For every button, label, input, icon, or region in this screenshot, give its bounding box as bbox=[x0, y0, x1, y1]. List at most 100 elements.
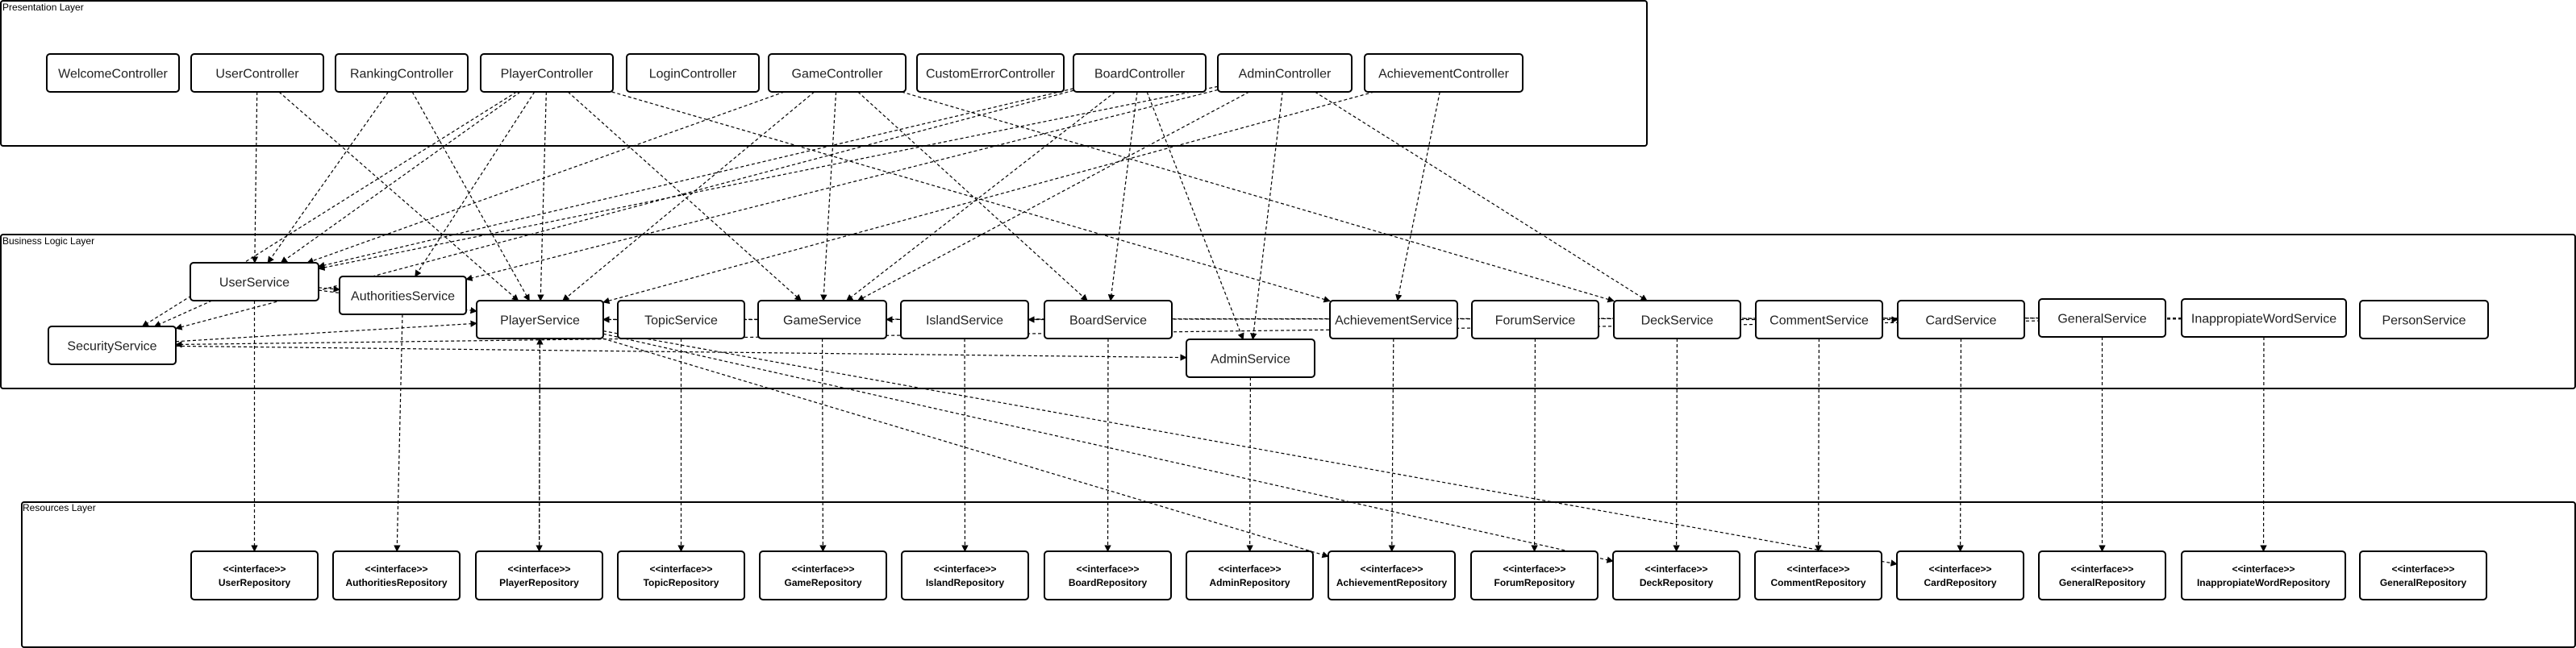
controller-label: BoardController bbox=[1094, 68, 1186, 81]
repository-label: AuthoritiesRepository bbox=[345, 577, 447, 588]
dependency-arrow bbox=[1146, 91, 1244, 340]
repository-authorities: <<interface>>AuthoritiesRepository bbox=[332, 550, 461, 600]
repository-box bbox=[1470, 550, 1599, 600]
resources-layer-label: Resources Layer bbox=[23, 502, 96, 513]
service-box bbox=[190, 262, 319, 301]
repository-stereotype: <<interface>> bbox=[649, 563, 712, 575]
repository-stereotype: <<interface>> bbox=[2070, 563, 2133, 575]
business-logic-layer-label: Business Logic Layer bbox=[2, 235, 94, 247]
service-label: AdminService bbox=[1211, 353, 1290, 367]
repository-general: <<interface>>GeneralRepository bbox=[2038, 550, 2166, 600]
service-box bbox=[617, 300, 745, 339]
service-inappropiate: InappropiateWordService bbox=[2181, 298, 2347, 338]
service-box bbox=[900, 300, 1029, 339]
dependency-arrow bbox=[280, 91, 521, 264]
controller-label: AdminController bbox=[1239, 68, 1332, 81]
controller-box bbox=[1217, 53, 1353, 93]
repository-stereotype: <<interface>> bbox=[507, 563, 570, 575]
controller-game: GameController bbox=[768, 53, 907, 93]
service-label: DeckService bbox=[1641, 314, 1714, 328]
dependency-arrow bbox=[901, 91, 1615, 303]
service-box bbox=[1613, 300, 1741, 339]
service-card: CardService bbox=[1897, 300, 2025, 339]
service-deck: DeckService bbox=[1613, 300, 1741, 339]
controller-box bbox=[480, 53, 614, 93]
service-box bbox=[339, 276, 467, 315]
service-achievement: AchievementService bbox=[1329, 300, 1458, 339]
controller-user: UserController bbox=[190, 53, 324, 93]
dependency-arrow bbox=[602, 330, 1898, 567]
dependency-arrow bbox=[567, 91, 802, 301]
repository-label: CommentRepository bbox=[1770, 577, 1865, 588]
service-general: GeneralService bbox=[2038, 298, 2166, 338]
repository-topic: <<interface>>TopicRepository bbox=[617, 550, 745, 600]
service-box bbox=[2181, 298, 2347, 338]
dependency-arrow bbox=[602, 91, 1375, 305]
repository-box bbox=[2038, 550, 2166, 600]
repository-general2: <<interface>>GeneralRepository bbox=[2359, 550, 2487, 600]
repository-box bbox=[1044, 550, 1172, 600]
dependency-arrow bbox=[846, 91, 1116, 301]
resources-layer: Resources Layer bbox=[21, 501, 2576, 648]
dependency-arrow bbox=[602, 333, 1614, 563]
service-game: GameService bbox=[757, 300, 887, 339]
service-admin: AdminService bbox=[1186, 339, 1315, 378]
repository-stereotype: <<interface>> bbox=[1786, 563, 1849, 575]
repository-label: PlayerRepository bbox=[499, 577, 579, 588]
service-board: BoardService bbox=[1044, 300, 1173, 339]
repository-card: <<interface>>CardRepository bbox=[1896, 550, 2024, 600]
service-security: SecurityService bbox=[48, 326, 177, 365]
resources-layer-frame bbox=[21, 501, 2576, 648]
dependency-arrow bbox=[153, 300, 213, 327]
repository-achievement: <<interface>>AchievementRepository bbox=[1328, 550, 1456, 600]
repository-board: <<interface>>BoardRepository bbox=[1044, 550, 1172, 600]
controller-box bbox=[1073, 53, 1207, 93]
service-box bbox=[1186, 339, 1315, 378]
dependency-arrow bbox=[562, 91, 815, 301]
service-user: UserService bbox=[190, 262, 319, 301]
service-label: PersonService bbox=[2382, 314, 2466, 328]
repository-forum: <<interface>>ForumRepository bbox=[1470, 550, 1599, 600]
service-box bbox=[1044, 300, 1173, 339]
presentation-layer: Presentation Layer bbox=[0, 0, 1648, 147]
repository-box bbox=[1186, 550, 1314, 600]
repository-stereotype: <<interface>> bbox=[2232, 563, 2295, 575]
service-label: SecurityService bbox=[67, 340, 156, 354]
dependency-arrow bbox=[611, 91, 1331, 303]
repository-label: AdminRepository bbox=[1209, 577, 1290, 588]
dependency-arrow bbox=[857, 91, 1250, 301]
service-label: GeneralService bbox=[2057, 313, 2146, 326]
repository-label: GameRepository bbox=[784, 577, 861, 588]
controller-label: WelcomeController bbox=[58, 68, 168, 81]
service-label: AchievementService bbox=[1335, 314, 1453, 328]
dependency-arrow bbox=[1531, 338, 1538, 552]
dependency-arrow bbox=[820, 91, 837, 301]
repository-label: AchievementRepository bbox=[1336, 577, 1448, 588]
service-label: PlayerService bbox=[500, 314, 580, 328]
repository-inappropiate: <<interface>>InappropiateWordRepository bbox=[2181, 550, 2346, 600]
repository-box bbox=[617, 550, 745, 600]
dependency-arrow bbox=[1673, 338, 1680, 552]
dependency-arrow bbox=[1388, 338, 1395, 552]
controller-label: GameController bbox=[792, 68, 884, 81]
controller-admin: AdminController bbox=[1217, 53, 1353, 93]
service-box bbox=[1471, 300, 1599, 339]
repository-box bbox=[1612, 550, 1740, 600]
repository-label: BoardRepository bbox=[1069, 577, 1148, 588]
service-label: InappropiateWordService bbox=[2191, 313, 2336, 326]
repository-box bbox=[1328, 550, 1456, 600]
service-label: GameService bbox=[783, 314, 861, 328]
controller-customerror: CustomErrorController bbox=[916, 53, 1065, 93]
service-box bbox=[1897, 300, 2025, 339]
service-topic: TopicService bbox=[617, 300, 745, 339]
service-box bbox=[2359, 300, 2489, 339]
repository-user: <<interface>>UserRepository bbox=[190, 550, 319, 600]
repository-label: DeckRepository bbox=[1640, 577, 1714, 588]
repository-island: <<interface>>IslandRepository bbox=[901, 550, 1029, 600]
service-label: UserService bbox=[219, 276, 290, 290]
controller-box bbox=[1364, 53, 1524, 93]
service-comment: CommentService bbox=[1755, 300, 1883, 339]
service-player: PlayerService bbox=[476, 300, 604, 339]
repository-label: UserRepository bbox=[219, 577, 291, 588]
